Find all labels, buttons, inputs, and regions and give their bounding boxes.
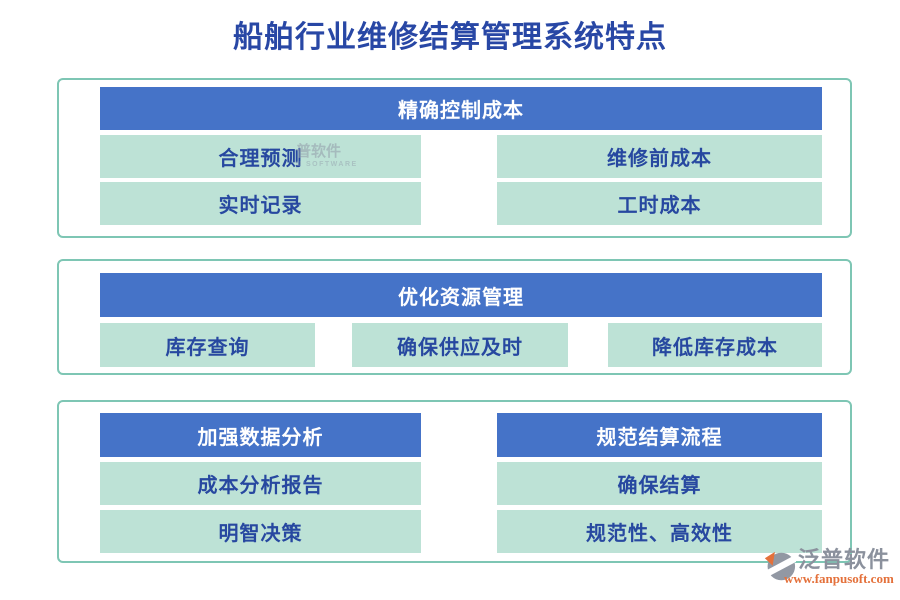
feature-label: 明智决策 bbox=[218, 523, 303, 545]
feature-box: 成本分析报告 bbox=[100, 462, 421, 505]
feature-box: 确保结算 bbox=[497, 462, 822, 505]
section-cost-control: 精确控制成本 合理预测 普软件 U SOFTWARE 维修前成本 实时记录 工时… bbox=[57, 78, 852, 238]
section-resource-management: 优化资源管理 库存查询 确保供应及时 降低库存成本 bbox=[57, 259, 852, 375]
feature-label: 成本分析报告 bbox=[197, 475, 324, 497]
page-title: 船舶行业维修结算管理系统特点 bbox=[233, 21, 667, 54]
watermark: 普软件 U SOFTWARE bbox=[296, 144, 358, 168]
feature-box: 明智决策 bbox=[100, 510, 421, 553]
section-header: 优化资源管理 bbox=[100, 273, 822, 317]
section-header: 精确控制成本 bbox=[100, 87, 822, 130]
section-header: 规范结算流程 bbox=[497, 413, 822, 457]
watermark-text: 普软件 bbox=[296, 143, 342, 160]
fanpu-logo-icon bbox=[763, 551, 796, 581]
section-header: 加强数据分析 bbox=[100, 413, 421, 457]
feature-box: 降低库存成本 bbox=[608, 323, 822, 367]
fanpu-logo-text: 泛普软件 www.fanpusoft.com bbox=[784, 547, 894, 586]
brand-url: www.fanpusoft.com bbox=[784, 571, 894, 587]
feature-label: 合理预测 bbox=[218, 148, 303, 170]
section-analysis-and-settlement: 加强数据分析 规范结算流程 成本分析报告 确保结算 明智决策 规范性、高效性 bbox=[57, 400, 852, 563]
feature-box: 规范性、高效性 bbox=[497, 510, 822, 553]
feature-box: 确保供应及时 bbox=[352, 323, 568, 367]
feature-label: 维修前成本 bbox=[607, 148, 712, 170]
watermark-subtext: U SOFTWARE bbox=[296, 161, 358, 168]
feature-label: 实时记录 bbox=[218, 195, 303, 217]
feature-label: 确保结算 bbox=[617, 475, 702, 497]
fanpu-logo: 泛普软件 www.fanpusoft.com bbox=[763, 547, 894, 586]
feature-box: 库存查询 bbox=[100, 323, 315, 367]
brand-name: 泛普软件 bbox=[798, 547, 891, 572]
feature-label: 规范性、高效性 bbox=[586, 523, 733, 545]
feature-box: 合理预测 普软件 U SOFTWARE bbox=[100, 135, 421, 178]
feature-label: 降低库存成本 bbox=[652, 336, 778, 359]
feature-box: 实时记录 bbox=[100, 182, 421, 225]
feature-box: 工时成本 bbox=[497, 182, 822, 225]
feature-label: 工时成本 bbox=[617, 195, 702, 217]
feature-box: 维修前成本 bbox=[497, 135, 822, 178]
feature-label: 确保供应及时 bbox=[397, 336, 523, 359]
feature-label: 库存查询 bbox=[165, 336, 250, 359]
